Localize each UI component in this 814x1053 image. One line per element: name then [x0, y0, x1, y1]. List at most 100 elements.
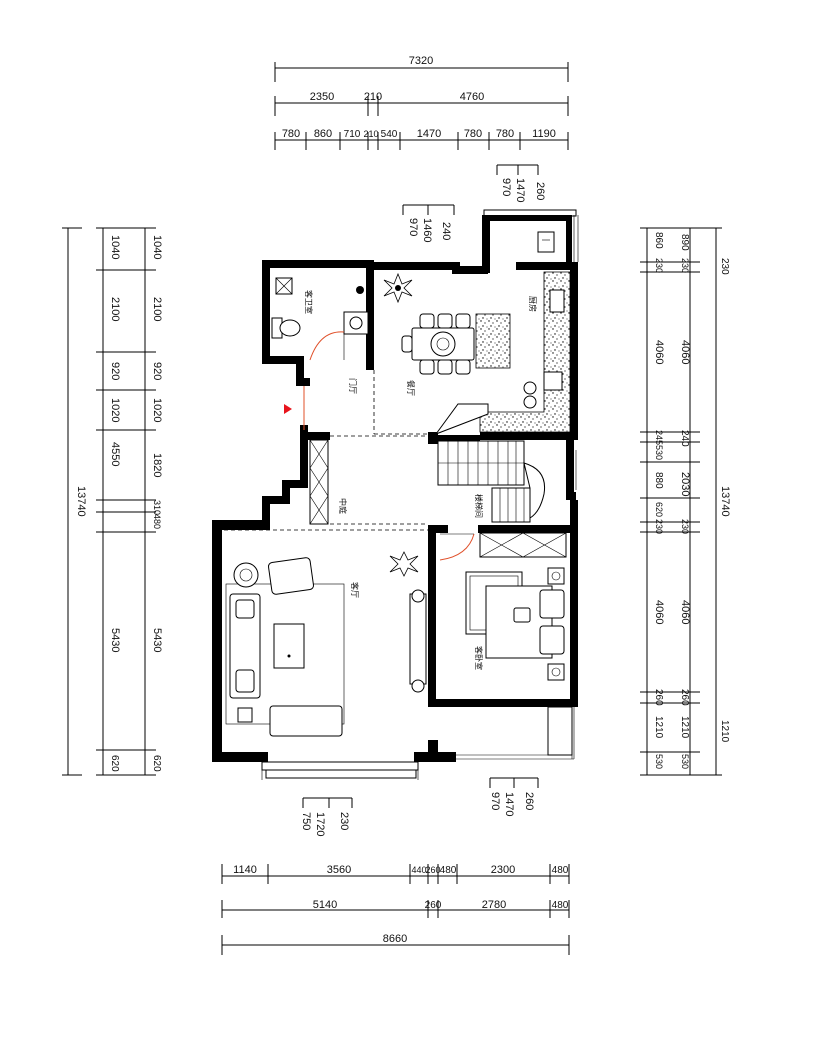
left-inner-dim-3: 920	[151, 362, 163, 380]
top-mid-dim-3: 4760	[460, 91, 484, 103]
top-detail-dim-7: 780	[464, 128, 482, 140]
right-mid-dim-2: 230	[680, 258, 690, 273]
left-outer-dim-1: 1040	[109, 235, 121, 259]
bottom-balcony-b-dim-2: 1470	[503, 792, 515, 816]
top-detail-dim-8: 780	[496, 128, 514, 140]
left-outer-dim-5: 4550	[109, 442, 121, 466]
top-detail-dim-5: 540	[381, 129, 398, 140]
left-outer-dim-9: 5430	[109, 628, 121, 652]
dining-table	[401, 313, 475, 375]
right-outer-dim-1: 230	[719, 258, 730, 275]
top-balcony-a-dim-2: 1470	[514, 178, 526, 202]
living-label: 客厅	[350, 582, 360, 598]
left-outer-dim-10: 620	[109, 755, 120, 772]
bedroom-furniture	[465, 532, 567, 681]
top-balcony-b-dim-3: 240	[440, 222, 452, 240]
left-dimension-lines	[62, 227, 156, 776]
right-inner-dim-5: 530	[654, 445, 664, 460]
bottom-detail-dim-3: 440	[411, 865, 426, 875]
right-mid-dim-10: 530	[680, 754, 690, 769]
left-outer-dim-2: 2100	[109, 297, 121, 321]
right-inner-dim-3: 4060	[653, 340, 665, 364]
left-inner-dim-5: 1820	[151, 453, 163, 477]
top-detail-dim-3: 710	[344, 129, 361, 140]
right-inner-dim-9: 4060	[653, 600, 665, 624]
left-inner-dim-8: 5430	[151, 628, 163, 652]
top-detail-dim-4: 210	[363, 129, 378, 139]
bottom-mid-dim-1: 5140	[313, 899, 337, 911]
right-dimension-lines	[640, 227, 722, 776]
left-total-dim: 13740	[75, 486, 87, 517]
bottom-balcony-b-dim-3: 260	[523, 792, 535, 810]
top-balcony-a-dim-1: 970	[500, 178, 512, 196]
right-mid-dim-4: 240	[679, 430, 690, 447]
bottom-detail-dim-6: 2300	[491, 864, 515, 876]
top-mid-dim-2: 210	[364, 91, 382, 103]
right-inner-dim-6: 880	[653, 472, 664, 489]
bath-door-swing	[309, 331, 345, 361]
right-mid-dim-5: 2030	[679, 472, 691, 496]
top-balcony-a-dim-3: 260	[534, 182, 546, 200]
right-inner-dim-10: 260	[653, 689, 664, 706]
right-inner-dim-2: 230	[654, 258, 664, 273]
bottom-detail-dim-4: 260	[425, 865, 440, 875]
living-plant-icon	[389, 551, 419, 577]
left-outer-dim-4: 1020	[109, 398, 121, 422]
top-detail-dim-1: 780	[282, 128, 300, 140]
top-balcony-b-dim-1: 970	[407, 218, 419, 236]
top-detail-dim-9: 1190	[532, 128, 556, 140]
stairwell-label: 楼梯间	[474, 494, 484, 518]
bottom-balcony-b-dim-1: 970	[489, 792, 501, 810]
right-total-dim: 13740	[719, 486, 731, 517]
dining-label: 餐厅	[406, 380, 415, 396]
bottom-mid-dim-3: 2780	[482, 899, 506, 911]
staircase	[434, 403, 546, 523]
bottom-balcony-a-dim-2: 1720	[314, 812, 326, 836]
left-inner-dim-9: 620	[151, 755, 162, 772]
top-dimension-lines	[274, 62, 569, 150]
walls	[212, 215, 578, 762]
corridor-cabinet	[309, 439, 329, 525]
top-detail-dim-2: 860	[314, 128, 332, 140]
bedroom-door-swing	[439, 533, 475, 561]
right-inner-dim-12: 530	[654, 754, 664, 769]
kitchen-fixtures	[523, 289, 565, 409]
foyer-label: 门厅	[348, 378, 358, 394]
right-mid-dim-7: 4060	[679, 600, 691, 624]
left-inner-dim-4: 1020	[151, 398, 163, 422]
right-inner-dim-11: 1210	[653, 716, 664, 739]
left-inner-dim-1: 1040	[151, 235, 163, 259]
dining-plant-icon	[383, 272, 413, 304]
guest-bath-label: 客卫室	[304, 290, 314, 314]
bottom-balcony-a-dim-1: 750	[300, 812, 312, 830]
top-detail-dim-6: 1470	[417, 128, 441, 140]
entry-arrow-icon	[284, 404, 292, 414]
bottom-balcony-a-dim-3: 230	[338, 812, 350, 830]
right-mid-dim-6: 230	[680, 519, 690, 534]
bottom-detail-dim-1: 1140	[233, 864, 257, 876]
right-inner-dim-4: 245	[654, 430, 664, 445]
top-total-dim: 7320	[409, 55, 433, 67]
kitchen-counter	[479, 271, 571, 433]
top-balcony-b-dim-2: 1460	[421, 218, 433, 242]
windows-balconies	[261, 209, 579, 780]
bottom-dimension-lines	[221, 777, 570, 955]
kitchen-label: 厨房	[528, 296, 538, 312]
right-mid-dim-8: 260	[679, 689, 690, 706]
bottom-detail-dim-7: 480	[552, 865, 569, 876]
right-mid-dim-3: 4060	[679, 340, 691, 364]
bottom-detail-dim-2: 3560	[327, 864, 351, 876]
bottom-mid-dim-2: 260	[425, 900, 442, 911]
bottom-mid-dim-4: 480	[552, 900, 569, 911]
right-inner-dim-1: 860	[653, 232, 664, 249]
top-mid-dim-1: 2350	[310, 91, 334, 103]
dining-sideboard	[475, 313, 511, 369]
right-mid-dim-9: 1210	[679, 716, 690, 739]
right-inner-dim-8: 230	[654, 519, 664, 534]
left-outer-dim-3: 920	[109, 362, 121, 380]
left-inner-dim-7: 480	[152, 514, 162, 529]
zone-dashed-lines	[224, 370, 430, 531]
living-furniture	[225, 551, 427, 737]
guest-bath-fixtures	[271, 277, 369, 339]
